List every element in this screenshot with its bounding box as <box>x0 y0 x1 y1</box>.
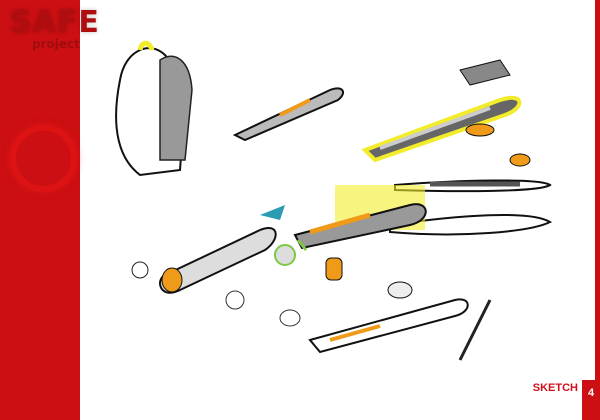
swirl-decoration <box>10 125 77 192</box>
sketch-device-6 <box>159 227 277 294</box>
sketch-head-figure <box>115 40 193 279</box>
sketch-device-2 <box>361 95 522 163</box>
sketch-device-4 <box>389 214 553 236</box>
sketch-device-7 <box>308 298 469 354</box>
page-number-box: 4 <box>582 380 600 420</box>
sketch-details <box>225 59 531 361</box>
product-sketch-canvas <box>115 40 553 361</box>
sketch-device-1 <box>232 87 345 142</box>
sketch-arrow <box>260 205 285 220</box>
section-label: SKETCH <box>532 382 578 394</box>
right-edge-strip <box>595 0 600 420</box>
sketch-device-3 <box>394 179 552 193</box>
brand-sidebar: SAFE project <box>0 0 99 420</box>
page-number: 4 <box>587 387 595 399</box>
logo: SAFE project <box>10 5 100 51</box>
logo-main: SAFE <box>10 5 100 40</box>
sketch-device-5 <box>293 185 427 251</box>
logo-sub: project <box>32 37 80 51</box>
